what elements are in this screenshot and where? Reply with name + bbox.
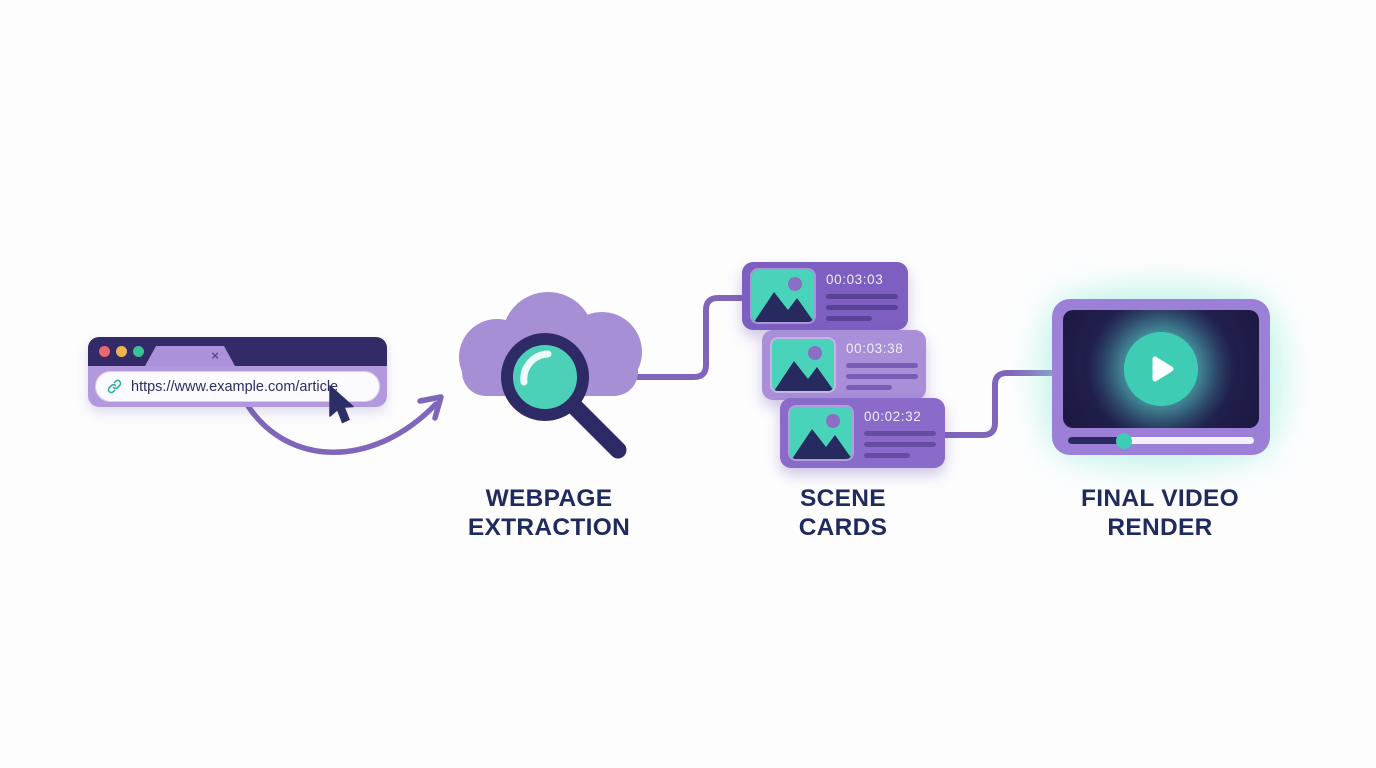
label-line: FINAL VIDEO (1080, 485, 1240, 512)
label-final-video-render: FINAL VIDEO RENDER (1020, 485, 1300, 542)
video-screen (1063, 310, 1259, 428)
label-scene-cards: SCENE CARDS (723, 485, 963, 542)
text-line (864, 442, 936, 447)
scrubber-handle[interactable] (1115, 432, 1132, 449)
window-close-dot[interactable] (99, 346, 110, 357)
scene-timestamp: 00:03:38 (846, 341, 904, 356)
image-placeholder-icon (790, 407, 852, 459)
text-line (826, 305, 898, 310)
text-line (826, 316, 872, 321)
scene-card-details: 00:03:38 (844, 340, 918, 390)
scene-card-2[interactable]: 00:03:38 (762, 330, 926, 400)
url-text: https://www.example.com/article (131, 378, 339, 395)
label-line: RENDER (1107, 513, 1213, 541)
url-input[interactable]: https://www.example.com/article (95, 371, 380, 402)
scene-timestamp: 00:02:32 (864, 409, 922, 424)
browser-tab[interactable]: × (145, 346, 235, 366)
image-placeholder-icon (752, 270, 814, 322)
text-line (846, 374, 918, 379)
text-line (846, 363, 918, 368)
video-player (1052, 299, 1270, 455)
label-line: SCENE (800, 485, 886, 512)
scene-card-3[interactable]: 00:02:32 (780, 398, 945, 468)
label-line: EXTRACTION (467, 513, 631, 541)
image-placeholder-icon (772, 339, 834, 391)
magnifier-icon (501, 333, 627, 459)
label-line: CARDS (798, 513, 888, 541)
play-button[interactable] (1124, 332, 1198, 406)
label-webpage-extraction: WEBPAGE EXTRACTION (409, 485, 689, 542)
webpage-extraction-icon (459, 292, 642, 459)
label-line: WEBPAGE (485, 485, 613, 512)
text-line (826, 294, 898, 299)
text-line (864, 431, 936, 436)
window-minimize-dot[interactable] (116, 346, 127, 357)
tab-close-icon[interactable]: × (211, 348, 219, 363)
progress-played (1068, 437, 1124, 444)
progress-bar[interactable] (1068, 432, 1254, 449)
scene-timestamp: 00:03:03 (826, 272, 884, 287)
window-maximize-dot[interactable] (133, 346, 144, 357)
scene-card-details: 00:03:03 (824, 271, 898, 321)
scene-card-1[interactable]: 00:03:03 (742, 262, 908, 330)
chain-link-icon (107, 379, 122, 394)
browser-titlebar: × (88, 337, 387, 366)
scene-card-details: 00:02:32 (862, 408, 936, 458)
cursor-icon (329, 385, 354, 424)
text-line (846, 385, 892, 390)
play-icon (1152, 356, 1174, 382)
text-line (864, 453, 910, 458)
